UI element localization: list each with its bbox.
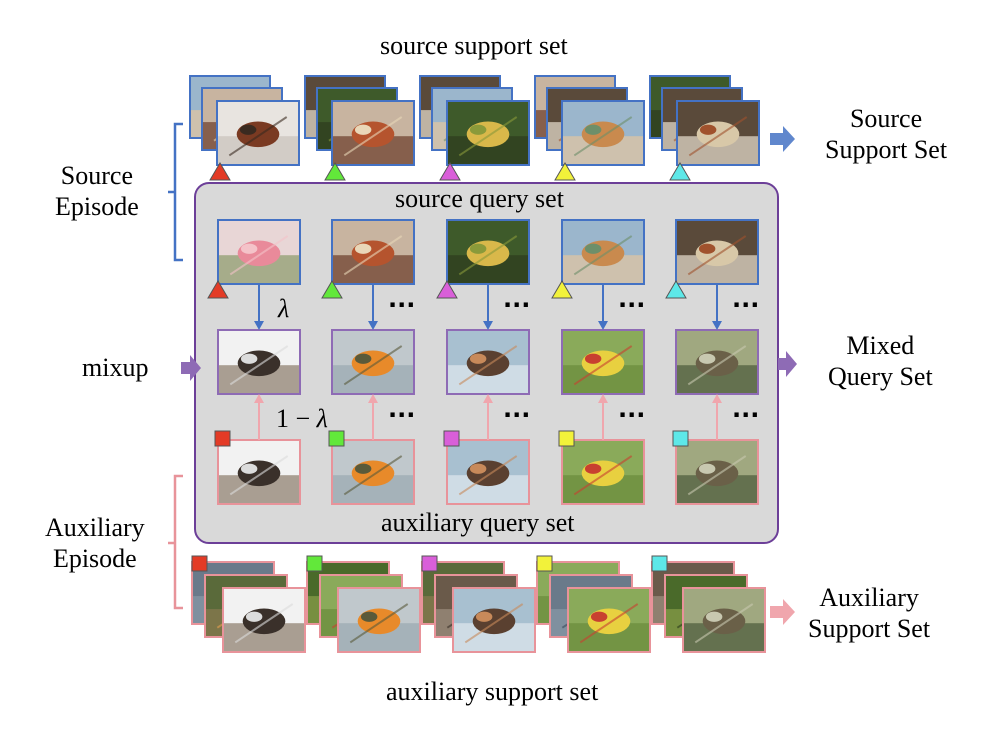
auxiliary-episode-line1: Auxiliary [45, 513, 145, 542]
ellipsis: ... [503, 285, 531, 313]
out-aux-line1: Auxiliary [819, 583, 919, 612]
auxiliary-support-image [222, 587, 306, 653]
class-triangle-marker [321, 280, 343, 299]
source-episode-line1: Source [60, 161, 133, 190]
class-triangle-marker [207, 280, 229, 299]
auxiliary-query-set-title: auxiliary query set [381, 508, 575, 537]
auxiliary-query-image [561, 439, 645, 505]
source-support-stacks [189, 75, 760, 181]
one-minus-lambda-arrow [254, 394, 264, 440]
ellipsis: ... [732, 285, 760, 313]
mixed-query-image [446, 329, 530, 395]
out-aux-line2: Support Set [808, 614, 931, 643]
source-support-image [446, 100, 530, 166]
auxiliary-query-image [446, 439, 530, 505]
one-minus-prefix: 1 − [276, 404, 317, 433]
source-query-image [675, 219, 759, 285]
auxiliary-episode-label: Auxiliary Episode [45, 512, 145, 574]
one-minus-lambda-arrow [368, 394, 378, 440]
source-support-image [561, 100, 645, 166]
mixed-query-image [561, 329, 645, 395]
auxiliary-query-image [217, 439, 301, 505]
source-query-set-title: source query set [395, 184, 564, 213]
source-query-image [331, 219, 415, 285]
lambda-arrow [712, 284, 722, 330]
auxiliary-support-image [337, 587, 421, 653]
query-grid [207, 219, 759, 505]
one-minus-lambda-label: 1 − λ [276, 404, 328, 434]
lambda-arrow [368, 284, 378, 330]
lambda-arrow [483, 284, 493, 330]
out-source-line1: Source [849, 104, 923, 133]
mixed-query-set-output: Mixed Query Set [828, 330, 933, 392]
class-triangle-marker [439, 162, 461, 181]
auxiliary-support-image [567, 587, 651, 653]
source-support-image [331, 100, 415, 166]
source-query-image [561, 219, 645, 285]
class-square-marker [421, 555, 438, 572]
class-square-marker [306, 555, 323, 572]
class-triangle-marker [324, 162, 346, 181]
one-minus-symbol: λ [316, 404, 328, 433]
ellipsis: ... [732, 395, 760, 423]
class-square-marker [672, 430, 689, 447]
mixed-query-image [331, 329, 415, 395]
class-square-marker [214, 430, 231, 447]
source-support-set-title: source support set [380, 31, 568, 60]
auxiliary-support-image [682, 587, 766, 653]
source-query-image [217, 219, 301, 285]
source-episode-line2: Episode [55, 192, 139, 221]
lambda-arrow [254, 284, 264, 330]
class-triangle-marker [665, 280, 687, 299]
ellipsis: ... [388, 395, 416, 423]
mixed-output-arrow [778, 351, 797, 377]
mixup-label: mixup [82, 353, 149, 382]
class-square-marker [443, 430, 460, 447]
auxiliary-query-image [331, 439, 415, 505]
class-square-marker [328, 430, 345, 447]
mixed-query-image [675, 329, 759, 395]
out-source-line2: Support Set [825, 135, 948, 164]
mixed-query-image [217, 329, 301, 395]
mixup-input-arrow [181, 355, 201, 381]
auxiliary-episode-bracket [168, 474, 183, 610]
ellipsis: ... [618, 395, 646, 423]
one-minus-lambda-arrow [483, 394, 493, 440]
source-support-image [676, 100, 760, 166]
auxiliary-support-image [452, 587, 536, 653]
class-triangle-marker [551, 280, 573, 299]
auxiliary-query-image [675, 439, 759, 505]
auxiliary-episode-line2: Episode [52, 544, 137, 573]
one-minus-lambda-arrow [598, 394, 608, 440]
auxiliary-support-set-output: Auxiliary Support Set [808, 582, 930, 644]
source-episode-bracket [168, 122, 183, 262]
lambda-label: λ [278, 294, 290, 323]
class-triangle-marker [669, 162, 691, 181]
class-triangle-marker [209, 162, 231, 181]
class-square-marker [191, 555, 208, 572]
auxiliary-support-stacks [191, 555, 766, 653]
lambda-arrow [598, 284, 608, 330]
ellipsis: ... [503, 395, 531, 423]
one-minus-lambda-arrow [712, 394, 722, 440]
source-query-image [446, 219, 530, 285]
source-support-image [216, 100, 300, 166]
source-support-set-output: Source Support Set [825, 103, 947, 165]
out-mixed-line1: Mixed [846, 331, 915, 360]
class-square-marker [536, 555, 553, 572]
source-output-arrow [770, 126, 795, 152]
ellipsis: ... [618, 285, 646, 313]
source-episode-label: Source Episode [55, 160, 139, 222]
auxiliary-output-arrow [770, 599, 795, 625]
auxiliary-support-set-title: auxiliary support set [386, 677, 599, 706]
class-square-marker [558, 430, 575, 447]
ellipsis: ... [388, 285, 416, 313]
class-square-marker [651, 555, 668, 572]
out-mixed-line2: Query Set [828, 362, 933, 391]
class-triangle-marker [436, 280, 458, 299]
class-triangle-marker [554, 162, 576, 181]
